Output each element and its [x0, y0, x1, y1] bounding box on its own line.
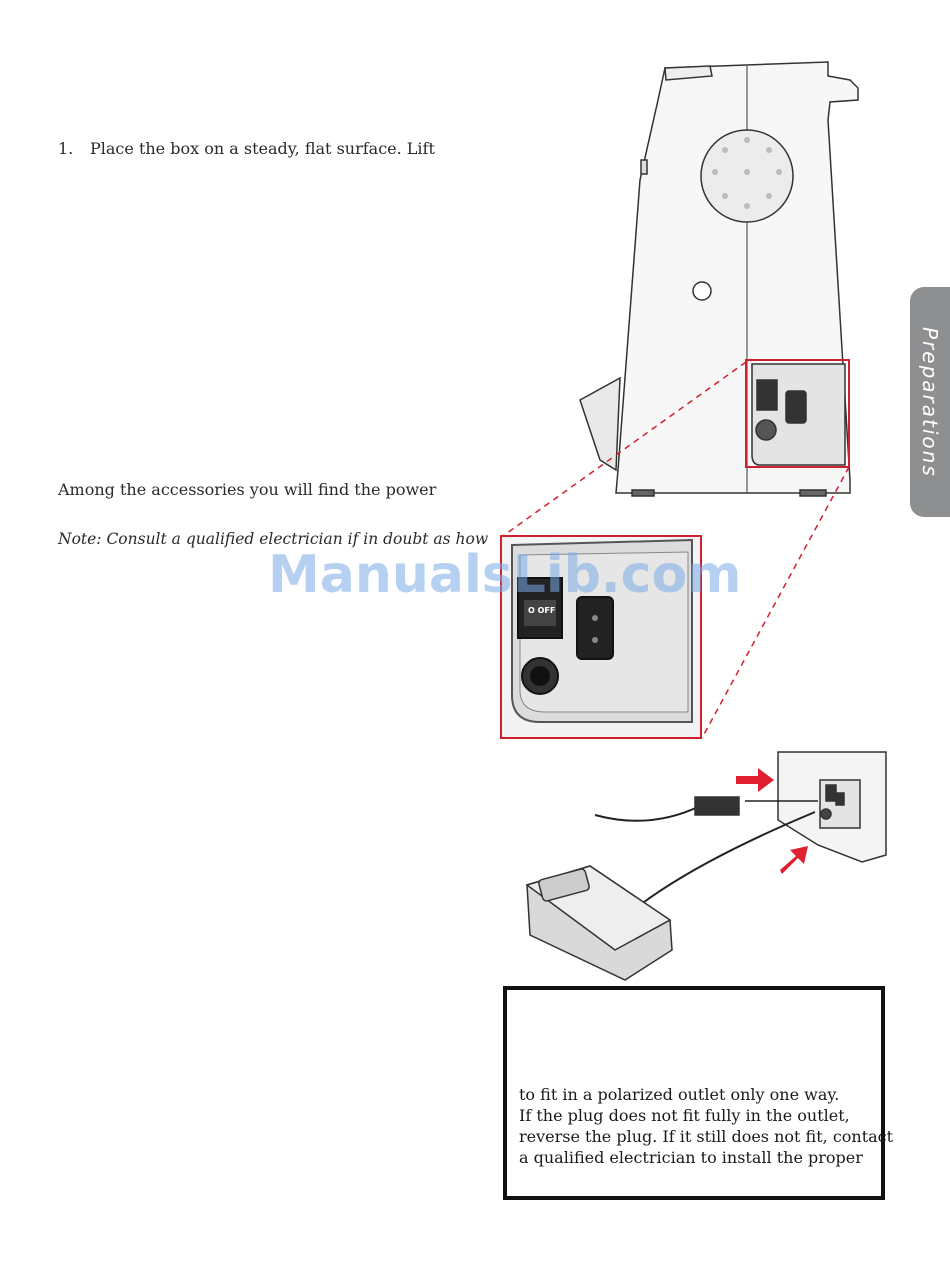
step-1-number: 1.: [58, 139, 74, 158]
switch-off-label: O OFF: [528, 606, 556, 615]
watermark: ManualsLib.com: [268, 545, 742, 605]
sewing-machine-side-view: [579, 61, 859, 497]
arrow-up-right-icon: [780, 846, 808, 874]
foot-control-illustration: [525, 751, 887, 981]
zoom-line-top: [502, 361, 747, 537]
warning-line-1: to fit in a polarized outlet only one wa…: [519, 1085, 840, 1104]
accessories-text: Among the accessories you will find the …: [58, 480, 437, 499]
warning-line-2: If the plug does not fit fully in the ou…: [519, 1106, 850, 1125]
section-side-tab[interactable]: Preparations: [910, 287, 950, 517]
arrow-right-icon: [736, 768, 774, 792]
zoomed-power-panel: [500, 535, 702, 739]
side-tab-label: Preparations: [918, 327, 942, 478]
step-1: 1. Place the box on a steady, flat surfac…: [58, 139, 435, 159]
note-text: Note: Consult a qualified electrician if…: [58, 530, 489, 548]
zoom-line-bottom: [701, 466, 850, 739]
warning-box: to fit in a polarized outlet only one wa…: [503, 986, 893, 1200]
step-1-text: Place the box on a steady, flat surface.…: [90, 139, 435, 158]
warning-line-4: a qualified electrician to install the p…: [519, 1148, 863, 1167]
warning-line-3: reverse the plug. If it still does not f…: [519, 1127, 894, 1146]
highlight-rect-small: [745, 359, 850, 468]
